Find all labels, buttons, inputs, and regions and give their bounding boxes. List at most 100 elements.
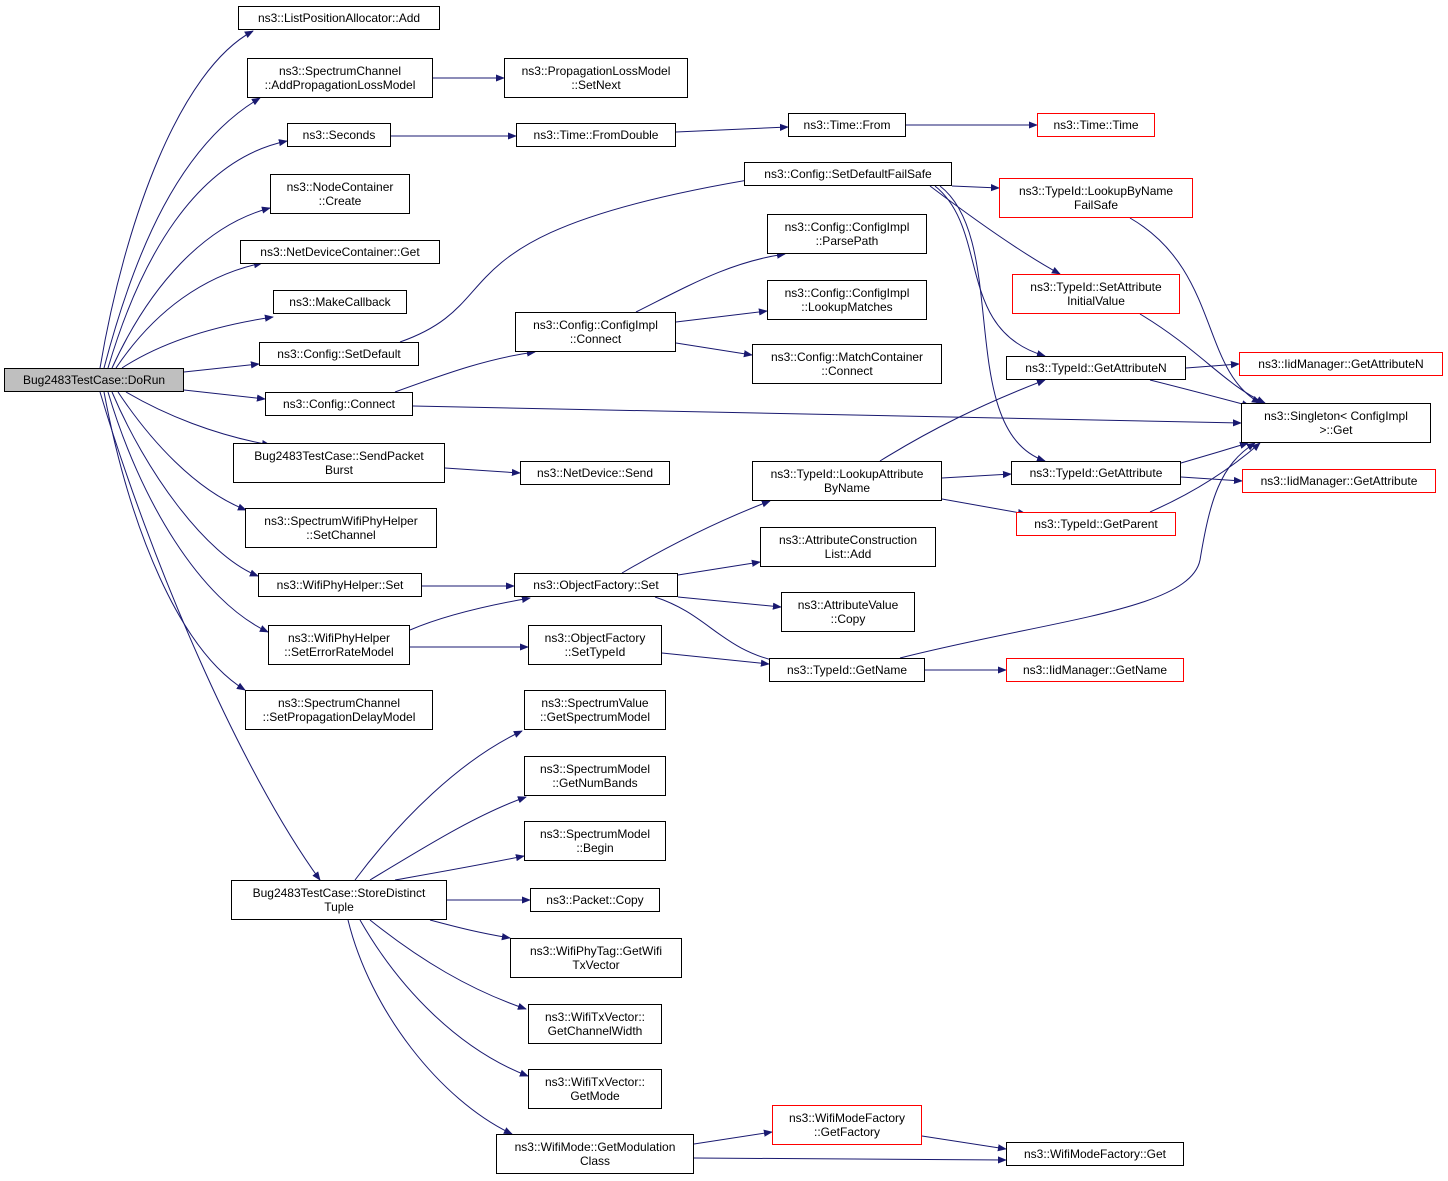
call-edge-of_set-to-tid_getname — [654, 596, 785, 665]
node-dorun[interactable]: Bug2483TestCase::DoRun — [4, 368, 184, 392]
node-nc-create[interactable]: ns3::NodeContainer::Create — [270, 174, 410, 214]
node-tid-ga[interactable]: ns3::TypeId::GetAttribute — [1011, 461, 1181, 485]
node-label-line: ns3::Time::FromDouble — [533, 128, 659, 142]
node-tid-gan[interactable]: ns3::TypeId::GetAttributeN — [1006, 356, 1186, 380]
node-lpa-add[interactable]: ns3::ListPositionAllocator::Add — [238, 6, 440, 30]
node-label-line: ::Connect — [821, 364, 873, 378]
node-label-line: ns3::Config::ConfigImpl — [784, 286, 910, 300]
node-seconds[interactable]: ns3::Seconds — [287, 123, 391, 147]
node-nd-send[interactable]: ns3::NetDevice::Send — [520, 461, 670, 485]
node-label-line: ::GetFactory — [813, 1125, 881, 1139]
node-iid-gan[interactable]: ns3::IidManager::GetAttributeN — [1239, 352, 1443, 376]
node-time-from[interactable]: ns3::Time::From — [788, 113, 906, 137]
node-sm-begin[interactable]: ns3::SpectrumModel::Begin — [524, 821, 666, 861]
node-swph-setch[interactable]: ns3::SpectrumWifiPhyHelper::SetChannel — [245, 508, 437, 548]
node-singleton-get[interactable]: ns3::Singleton< ConfigImpl >::Get — [1241, 403, 1431, 443]
node-cmc-connect[interactable]: ns3::Config::MatchContainer::Connect — [752, 344, 942, 384]
node-label-line: ns3::SpectrumModel — [539, 762, 651, 776]
call-edge-cfg_setdefault-to-cfg_sdfs — [399, 171, 786, 343]
node-label-line: ns3::WifiPhyTag::GetWifi — [529, 944, 663, 958]
node-wtx-gm[interactable]: ns3::WifiTxVector::GetMode — [528, 1069, 662, 1109]
node-sc-aplm[interactable]: ns3::SpectrumChannel::AddPropagationLoss… — [247, 58, 433, 98]
node-wph-set[interactable]: ns3::WifiPhyHelper::Set — [258, 573, 422, 597]
node-label-line: ns3::SpectrumModel — [539, 827, 651, 841]
node-label-line: ns3::WifiPhyHelper::Set — [276, 578, 404, 592]
node-cci-parsepath[interactable]: ns3::Config::ConfigImpl::ParsePath — [767, 214, 927, 254]
node-sc-spdm[interactable]: ns3::SpectrumChannel::SetPropagationDela… — [245, 690, 433, 730]
call-edge-tid_ga-to-singleton_get — [1180, 441, 1249, 464]
call-edge-cfg_sdfs-to-tid_gan — [934, 185, 1046, 358]
node-label-line: ::SetChannel — [306, 528, 376, 542]
node-iid-ga[interactable]: ns3::IidManager::GetAttribute — [1242, 469, 1436, 493]
node-time-time[interactable]: ns3::Time::Time — [1037, 113, 1155, 137]
node-of-settid[interactable]: ns3::ObjectFactory::SetTypeId — [528, 625, 662, 665]
node-wtx-gcw[interactable]: ns3::WifiTxVector::GetChannelWidth — [528, 1004, 662, 1044]
node-cfg-sdfs[interactable]: ns3::Config::SetDefaultFailSafe — [744, 162, 952, 186]
call-edge-dorun-to-makecb — [121, 314, 274, 369]
call-edge-of_set-to-av_copy — [677, 596, 782, 610]
node-cci-lookup[interactable]: ns3::Config::ConfigImpl::LookupMatches — [767, 280, 927, 320]
node-time-fromdouble[interactable]: ns3::Time::FromDouble — [516, 123, 676, 147]
call-edge-storetuple-to-sm_begin — [394, 854, 525, 881]
node-sm-gnb[interactable]: ns3::SpectrumModel::GetNumBands — [524, 756, 666, 796]
node-label-line: ns3::ObjectFactory::Set — [533, 578, 659, 592]
call-edge-of_set-to-tid_laby — [621, 500, 771, 574]
node-label-line: ns3::MakeCallback — [289, 295, 391, 309]
node-label-line: ::ParsePath — [815, 234, 879, 248]
call-edge-dorun-to-sc_aplm — [103, 97, 261, 369]
node-iid-getname[interactable]: ns3::IidManager::GetName — [1006, 658, 1184, 682]
node-label-line: ns3::Config::SetDefaultFailSafe — [764, 167, 932, 181]
node-sv-gsm[interactable]: ns3::SpectrumValue::GetSpectrumModel — [524, 690, 666, 730]
node-wmf-gf[interactable]: ns3::WifiModeFactory::GetFactory — [772, 1105, 922, 1145]
node-wmf-get[interactable]: ns3::WifiModeFactory::Get — [1006, 1142, 1184, 1166]
node-ndc-get[interactable]: ns3::NetDeviceContainer::Get — [240, 240, 440, 264]
node-label-line: ::Copy — [830, 612, 866, 626]
call-edge-wm_gmc-to-wmf_gf — [693, 1129, 773, 1145]
node-label-line: ns3::NetDeviceContainer::Get — [260, 245, 420, 259]
call-edge-cci_connect-to-cmc_connect — [675, 342, 753, 358]
call-edge-cfg_connect-to-singleton_get — [412, 405, 1242, 427]
call-edge-tid_gan-to-singleton_get — [1149, 379, 1251, 408]
call-edge-dorun-to-wph_serm — [107, 391, 269, 633]
node-label-line: ns3::TypeId::GetName — [786, 663, 908, 677]
node-label-line: ns3::SpectrumChannel — [278, 64, 402, 78]
node-label-line: ::Connect — [569, 332, 622, 346]
node-label-line: ns3::TypeId::GetAttribute — [1029, 466, 1163, 480]
call-edge-dorun-to-nc_create — [111, 206, 271, 369]
node-wph-serm[interactable]: ns3::WifiPhyHelper::SetErrorRateModel — [268, 625, 410, 665]
node-tid-gp[interactable]: ns3::TypeId::GetParent — [1016, 512, 1176, 536]
node-cci-connect[interactable]: ns3::Config::ConfigImpl::Connect — [515, 312, 676, 352]
node-label-line: ns3::TypeId::GetAttributeN — [1025, 361, 1167, 375]
node-label-line: List::Add — [824, 547, 872, 561]
call-edge-wmf_gf-to-wmf_get — [921, 1135, 1007, 1152]
node-label-line: ::LookupMatches — [801, 300, 893, 314]
call-edge-dorun-to-wph_set — [111, 391, 259, 577]
node-label-line: ns3::TypeId::GetParent — [1034, 517, 1158, 531]
node-cfg-connect[interactable]: ns3::Config::Connect — [265, 392, 413, 416]
call-edge-of_settid-to-tid_getname — [661, 652, 770, 667]
call-edge-storetuple-to-sm_gnb — [369, 796, 527, 881]
node-tid-getname[interactable]: ns3::TypeId::GetName — [769, 658, 925, 682]
node-plm-setnext[interactable]: ns3::PropagationLossModel::SetNext — [504, 58, 688, 98]
node-pkt-copy[interactable]: ns3::Packet::Copy — [530, 888, 660, 912]
node-cfg-setdefault[interactable]: ns3::Config::SetDefault — [259, 342, 419, 366]
call-edge-cfg_connect-to-cci_connect — [394, 349, 536, 393]
node-label-line: ::SetNext — [571, 78, 621, 92]
node-label-line: ::Begin — [576, 841, 614, 855]
node-label-line: ns3::Config::ConfigImpl — [533, 318, 658, 332]
node-av-copy[interactable]: ns3::AttributeValue::Copy — [781, 592, 915, 632]
node-label-line: ns3::IidManager::GetAttributeN — [1258, 357, 1424, 371]
node-makecb[interactable]: ns3::MakeCallback — [273, 290, 407, 314]
node-of-set[interactable]: ns3::ObjectFactory::Set — [514, 573, 678, 597]
node-label-line: ns3::Time::Time — [1053, 118, 1139, 132]
